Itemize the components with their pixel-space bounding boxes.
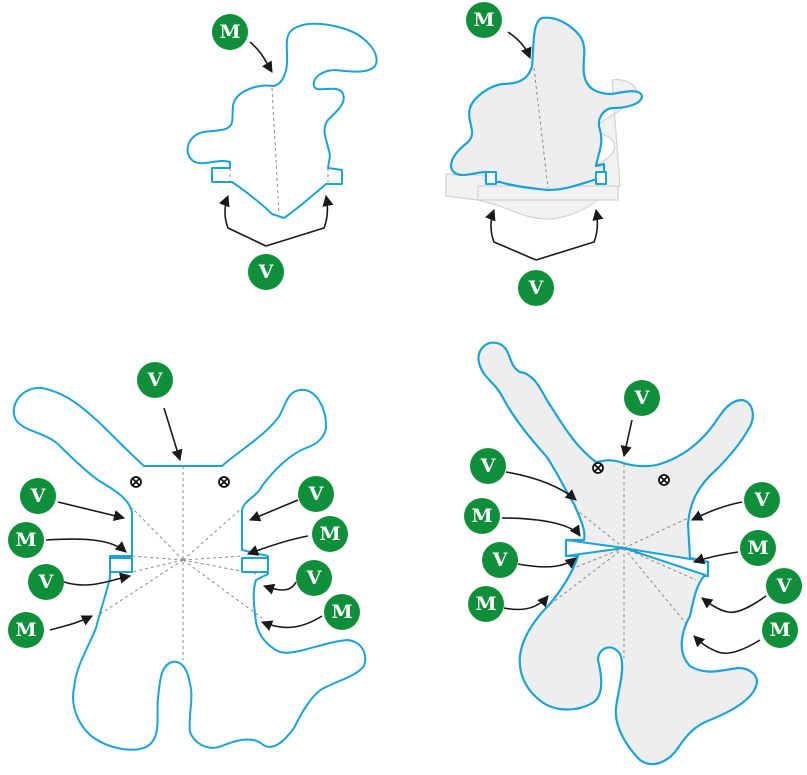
arrow	[163, 407, 183, 462]
valley-fold-badge: V	[20, 478, 56, 514]
svg-text:V: V	[480, 455, 497, 477]
pivot-pin-right-icon	[218, 476, 230, 488]
valley-fold-badge: V	[744, 482, 780, 518]
arrow	[219, 194, 267, 247]
panel-top-right: M V	[445, 2, 644, 306]
svg-text:V: V	[776, 575, 793, 597]
svg-text:M: M	[475, 593, 496, 615]
arrow	[248, 499, 299, 522]
svg-text:V: V	[30, 485, 47, 507]
valley-fold-badge: V	[248, 254, 284, 290]
valley-fold-badge: V	[28, 564, 64, 600]
tab-right	[623, 547, 709, 578]
arrow	[535, 208, 604, 261]
valley-fold-badge: V	[137, 362, 173, 398]
valley-fold-badge: V	[518, 270, 554, 306]
mountain-fold-badge: M	[8, 612, 44, 648]
panel-bottom-left: V V M V M V M V M	[8, 362, 367, 751]
svg-text:V: V	[258, 261, 275, 283]
pivot-pin-right-icon	[658, 474, 670, 486]
arrow	[690, 501, 743, 521]
cutout-outline	[450, 16, 644, 192]
tab-right	[595, 171, 607, 185]
arrow	[265, 194, 334, 247]
arrow	[503, 595, 549, 611]
tab-left	[485, 171, 497, 185]
cutout-outline	[12, 386, 367, 751]
svg-text:M: M	[15, 619, 36, 641]
svg-text:M: M	[331, 601, 352, 623]
arrow	[260, 615, 323, 631]
svg-text:M: M	[319, 523, 340, 545]
arrow	[517, 557, 577, 569]
arrow	[501, 517, 581, 537]
valley-fold-badge: V	[470, 448, 506, 484]
mountain-fold-badge: M	[740, 530, 776, 566]
mountain-fold-badge: M	[464, 498, 500, 534]
mountain-fold-badge: M	[466, 2, 502, 38]
arrow	[249, 41, 273, 73]
arrow	[692, 551, 739, 565]
arrow	[63, 572, 132, 586]
arrow	[57, 501, 126, 522]
arrow	[701, 595, 767, 614]
panel-top-left: M V	[186, 14, 378, 290]
mountain-fold-badge: M	[212, 14, 248, 50]
mountain-fold-badge: M	[468, 586, 504, 622]
svg-text:M: M	[15, 529, 36, 551]
arrow	[620, 419, 633, 458]
cutout-outline	[186, 22, 378, 219]
arrow	[45, 538, 127, 553]
mountain-fold-badge: M	[762, 612, 798, 648]
svg-text:M: M	[473, 9, 494, 31]
svg-text:M: M	[219, 21, 240, 43]
pivot-pin-left-icon	[592, 462, 604, 474]
arrow	[262, 581, 297, 595]
svg-text:V: V	[754, 489, 771, 511]
pivot-pin-left-icon	[130, 476, 142, 488]
arrow	[505, 471, 577, 501]
tab-right	[241, 557, 269, 573]
fold-line-center	[533, 67, 549, 189]
mountain-fold-badge: M	[312, 516, 348, 552]
valley-fold-badge: V	[766, 568, 802, 604]
arrow	[693, 635, 761, 655]
mountain-fold-badge: M	[8, 522, 44, 558]
arrow	[49, 615, 94, 631]
svg-text:M: M	[471, 505, 492, 527]
mountain-fold-badge: M	[324, 594, 360, 630]
valley-fold-badge: V	[482, 542, 518, 578]
panel-bottom-right: V V M V M V M V M	[464, 341, 802, 766]
svg-text:V: V	[492, 549, 509, 571]
tab-left	[565, 538, 625, 558]
svg-text:V: V	[634, 387, 651, 409]
svg-text:V: V	[528, 277, 545, 299]
svg-text:V: V	[147, 369, 164, 391]
svg-text:M: M	[769, 619, 790, 641]
arrow	[246, 535, 309, 556]
arrow	[507, 31, 532, 60]
valley-fold-badge: V	[296, 560, 332, 596]
valley-fold-badge: V	[624, 380, 660, 416]
svg-text:V: V	[306, 567, 323, 589]
arrow	[485, 208, 537, 261]
tab-left	[109, 557, 133, 573]
svg-text:V: V	[308, 483, 325, 505]
svg-text:M: M	[747, 537, 768, 559]
valley-fold-badge: V	[298, 476, 334, 512]
svg-text:V: V	[38, 571, 55, 593]
